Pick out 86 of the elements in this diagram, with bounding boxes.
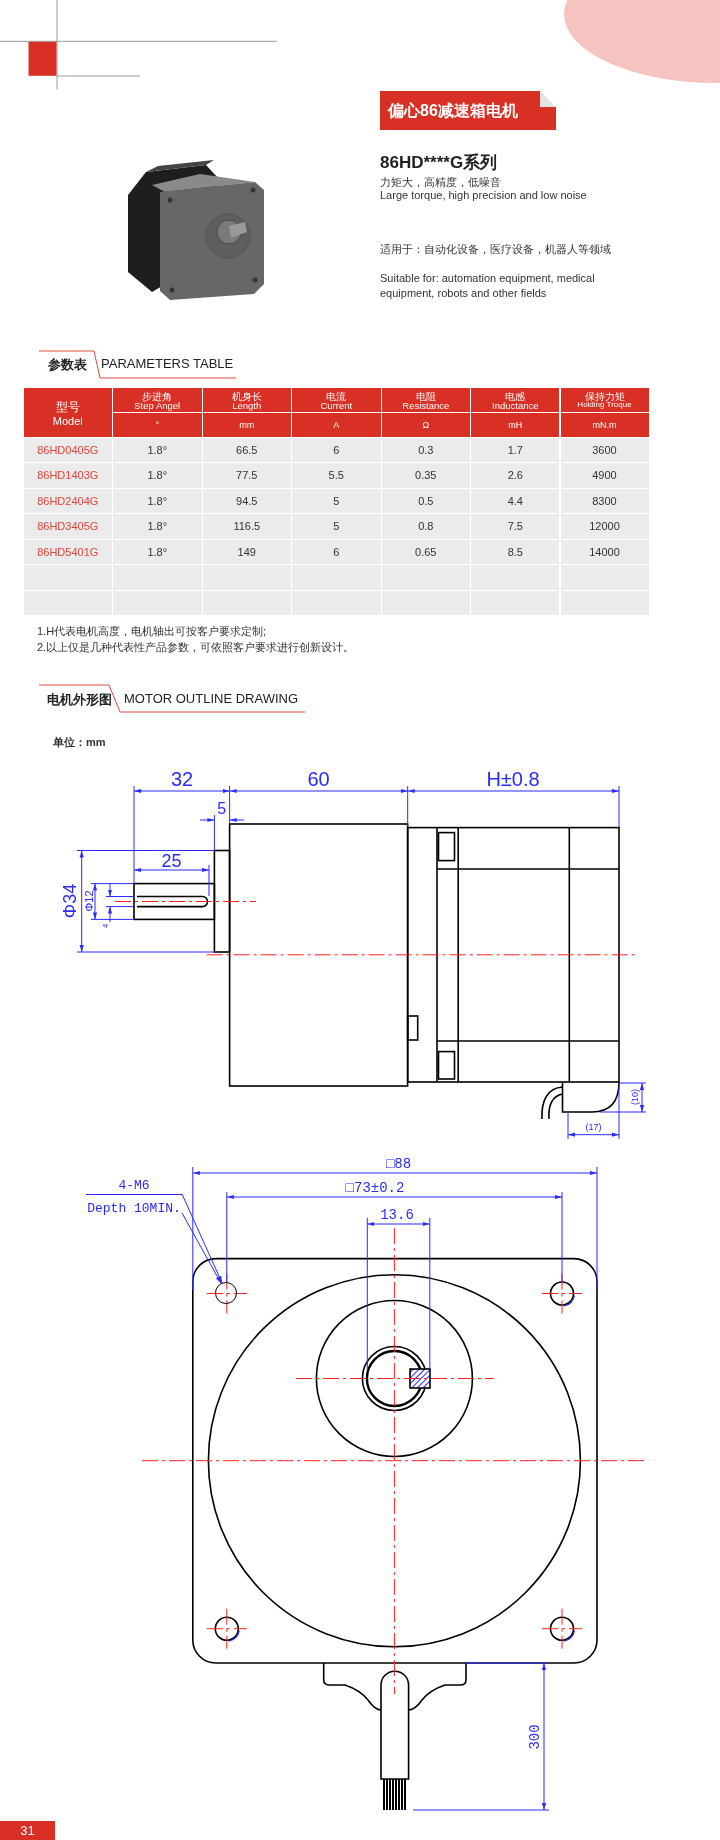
table-cell: 1.7 — [471, 437, 560, 462]
dimension-text: 60 — [307, 767, 330, 791]
table-cell: 86HD3405G — [23, 514, 112, 539]
section-heading: MOTOR OUTLINE DRAWING — [124, 691, 299, 706]
table-cell: 66.5 — [202, 437, 291, 462]
column-heading: Step Angel — [134, 400, 181, 411]
column-heading: Resistance — [402, 400, 450, 411]
table-cell: 4900 — [560, 463, 649, 488]
table-cell: 12000 — [560, 514, 649, 539]
column-heading: 机身长 — [231, 390, 262, 403]
table-cell: 1.8° — [113, 514, 202, 539]
table-cell: 14000 — [560, 539, 649, 564]
table-cell: 0.5 — [381, 488, 471, 513]
table-cell: 7.5 — [471, 514, 560, 539]
table-cell: 5.5 — [292, 463, 381, 488]
dimension-text: 25 — [161, 850, 182, 872]
callout-text: 4-M6 — [86, 1178, 182, 1195]
section-heading: 电机外形图 — [47, 691, 112, 709]
table-cell: 6 — [292, 437, 381, 462]
callout-text: Depth 10MIN. — [86, 1201, 182, 1216]
column-heading: Current — [320, 400, 353, 411]
application-text: Suitable for: automation equipment, medical equipment, robots and other fields — [380, 271, 596, 301]
dimension-text: 32 — [170, 767, 194, 791]
series-heading: 86HD****G系列 — [380, 152, 498, 174]
table-cell: 0.35 — [381, 463, 471, 488]
leader-line — [181, 1212, 222, 1284]
title-banner: 偏心86减速箱电机 — [380, 91, 556, 130]
table-cell: 77.5 — [202, 463, 291, 488]
table-cell: 2.6 — [471, 463, 560, 488]
column-heading: Inductance — [492, 400, 539, 411]
table-cell: 149 — [202, 539, 291, 564]
section-heading: PARAMETERS TABLE — [101, 356, 234, 371]
table-cell: 0.65 — [381, 539, 471, 564]
section-heading: 参数表 — [48, 356, 87, 374]
header-cell: ° — [113, 412, 202, 437]
table-cell: 1.8° — [113, 488, 202, 513]
column-heading: 电阻 — [415, 390, 436, 403]
column-heading: 保持力矩 — [584, 390, 625, 402]
dimension-text: 13.6 — [380, 1207, 414, 1223]
table-cell: 8.5 — [471, 539, 560, 564]
feature-text: 力矩大，高精度，低噪音 — [380, 175, 501, 190]
column-heading: 步进角 — [142, 390, 173, 402]
column-heading: 电感 — [505, 390, 526, 403]
note-text: 2.以上仅是几种代表性产品参数，可依照客户要求进行创新设计。 — [37, 640, 355, 655]
dimension-text: □88 — [385, 1156, 412, 1172]
table-cell: 1.8° — [113, 463, 202, 488]
feature-text: Large torque, high precision and low noise — [380, 189, 587, 201]
column-heading: 型号 — [55, 399, 80, 416]
table-cell: 8300 — [560, 488, 649, 513]
note-text: 1.H代表电机高度，电机轴出可按客户要求定制; — [37, 624, 267, 639]
table-cell: 5 — [292, 488, 381, 513]
header-cell: A — [292, 412, 381, 437]
table-cell: 0.3 — [381, 437, 471, 462]
page-number: 31 — [0, 1821, 55, 1840]
table-cell: 6 — [292, 539, 381, 564]
table-cell: 86HD5401G — [23, 539, 112, 564]
dimension-text: □73±0.2 — [345, 1180, 405, 1196]
table-cell: 94.5 — [202, 488, 291, 513]
dimension-text: 300 — [527, 1724, 543, 1750]
header-cell: Ω — [381, 412, 471, 437]
leader-line — [181, 1193, 223, 1284]
dimension-text: (17) — [585, 1122, 602, 1132]
table-cell: 86HD1403G — [23, 463, 112, 488]
dimension-text: Φ12 — [82, 890, 95, 912]
dimension-text: Φ34 — [59, 883, 81, 919]
table-cell: 86HD0405G — [23, 437, 112, 462]
dimension-text: 4 — [100, 923, 109, 929]
column-heading: Length — [232, 400, 262, 411]
table-cell: 3600 — [560, 437, 649, 462]
application-text: 适用于：自动化设备，医疗设备，机器人等领域 — [380, 242, 611, 257]
dimension-text: (10) — [630, 1089, 640, 1105]
table-cell: 5 — [292, 514, 381, 539]
table-cell: 86HD2404G — [23, 488, 112, 513]
header-cell: mH — [471, 412, 560, 437]
header-cell: mm — [202, 412, 291, 437]
table-cell: 1.8° — [113, 437, 202, 462]
unit-text: 单位：mm — [53, 735, 106, 750]
header-cell: mN.m — [560, 412, 649, 437]
column-heading: Model — [52, 415, 83, 427]
table-cell: 0.8 — [381, 514, 471, 539]
table-cell: 116.5 — [202, 514, 291, 539]
dimension-text: H±0.8 — [486, 767, 540, 791]
table-cell: 4.4 — [471, 488, 560, 513]
column-heading: 电流 — [326, 390, 347, 403]
dimension-text: 5 — [217, 800, 227, 818]
table-cell: 1.8° — [113, 539, 202, 564]
